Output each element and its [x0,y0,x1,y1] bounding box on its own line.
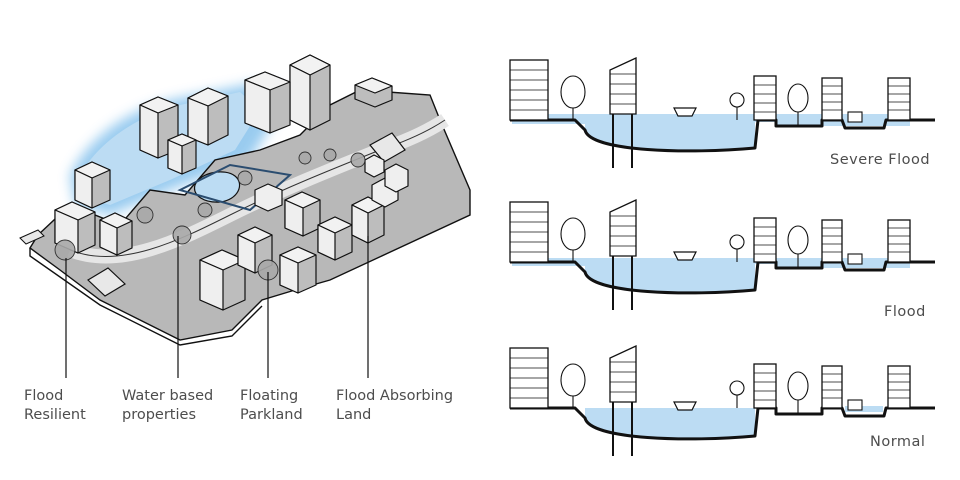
tree-left [560,75,586,109]
section-severe-flood [509,56,935,168]
building-right-1 [753,217,777,263]
building-right-2 [821,365,843,409]
section-flood [509,198,935,310]
floating-building [609,198,637,257]
section-label-flood: Flood [884,304,926,320]
section-label-normal: Normal [870,434,926,450]
section-label-severe-flood: Severe Flood [830,152,931,168]
building-right-3 [887,219,911,263]
boat [673,401,697,411]
tree-right [787,371,809,401]
tree-small [729,234,745,250]
boat [673,107,697,117]
pavilion [847,399,863,411]
pavilion [847,111,863,123]
tree-small [729,380,745,396]
boat [673,251,697,261]
floating-park-frame [177,163,293,212]
cross-sections [509,56,935,456]
leader-lines [65,236,369,378]
flood-water-surface [585,258,885,264]
basin-water [585,262,755,293]
building-right-2 [821,77,843,121]
tree-left [560,363,586,397]
flood-water-surface [585,114,885,122]
building-right-2 [821,219,843,263]
section-normal [509,344,935,456]
tree-left [560,217,586,251]
channel-water [845,406,883,412]
tree-small [729,92,745,108]
ground-edge [29,248,263,346]
building-right-1 [753,363,777,409]
floating-building [609,56,637,115]
basin-water [585,408,755,439]
floating-building [609,344,637,403]
basin-water [585,120,755,151]
tree-right [787,225,809,255]
buildings [54,54,409,311]
building-right-1 [753,75,777,121]
bridge-west [87,267,126,297]
west-pier [19,229,45,245]
building-right-3 [887,77,911,121]
building-right-3 [887,365,911,409]
bridge-east [369,132,406,163]
tree-right [787,83,809,113]
pavilion [847,253,863,265]
axonometric-map [19,54,471,346]
